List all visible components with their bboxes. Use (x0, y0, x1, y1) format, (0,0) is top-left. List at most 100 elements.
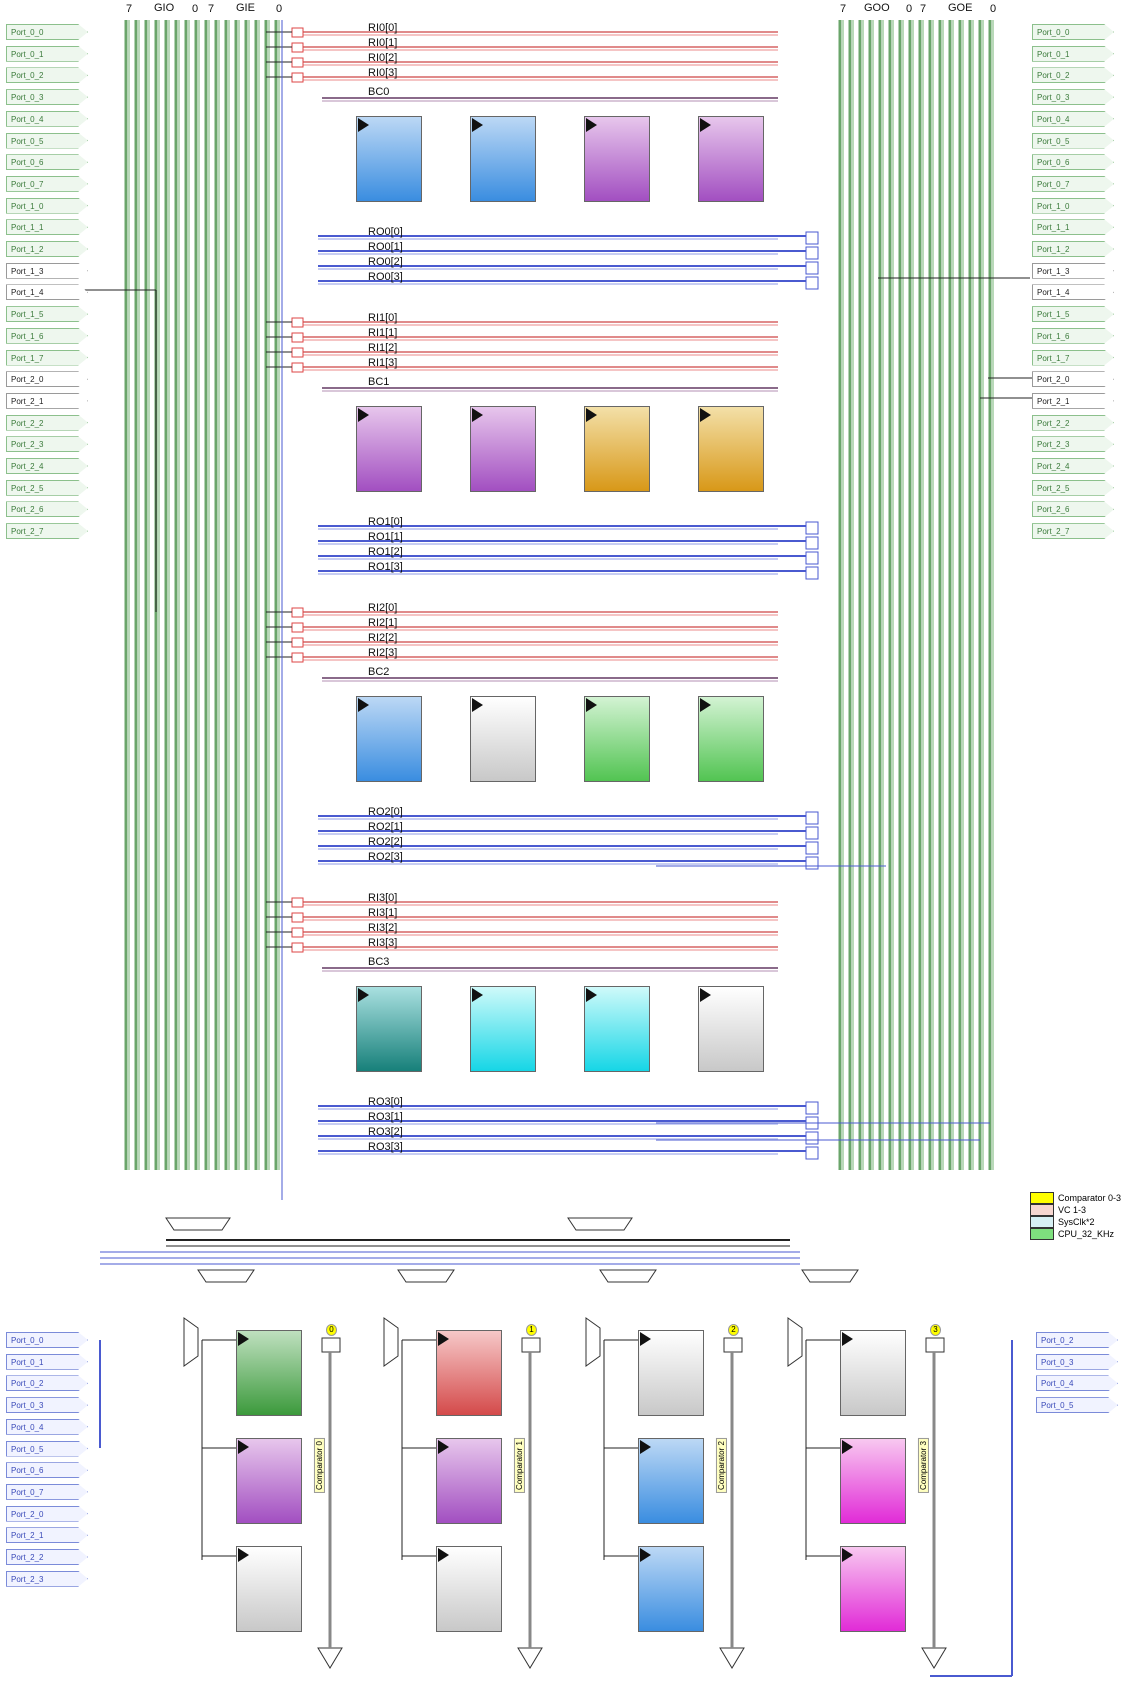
analog-block-asc12[interactable] (638, 1438, 704, 1524)
right-port[interactable]: Port_2_3 (1032, 436, 1114, 453)
left-port[interactable]: Port_1_4 (6, 284, 88, 301)
digital-block-dbb30[interactable] (356, 986, 422, 1072)
left-port[interactable]: Port_1_5 (6, 306, 88, 323)
left-port[interactable]: Port_0_0 (6, 24, 88, 40)
left-port[interactable]: Port_2_5 (6, 479, 88, 496)
right-port[interactable]: Port_1_2 (1032, 241, 1114, 257)
analog-block-asd13[interactable] (840, 1438, 906, 1524)
right-port[interactable]: Port_0_2 (1032, 67, 1114, 84)
analog-left-port[interactable]: Port_0_2 (6, 1375, 88, 1392)
right-port[interactable]: Port_0_4 (1032, 110, 1114, 127)
analog-right-port[interactable]: Port_0_3 (1036, 1353, 1118, 1370)
analog-left-port[interactable]: Port_2_2 (6, 1549, 88, 1565)
digital-block-dbb31[interactable] (470, 986, 536, 1072)
analog-left-port[interactable]: Port_0_6 (6, 1462, 88, 1479)
analog-block-asd22[interactable] (638, 1546, 704, 1632)
analog-left-port[interactable]: Port_0_3 (6, 1397, 88, 1414)
analog-block-asd20[interactable] (236, 1546, 302, 1632)
digital-block-dbb21[interactable] (470, 696, 536, 782)
digital-block-dcb32[interactable] (584, 986, 650, 1072)
left-port[interactable]: Port_1_0 (6, 197, 88, 214)
legend-swatch (1030, 1228, 1054, 1240)
analog-block-asc21[interactable] (436, 1546, 502, 1632)
left-port[interactable]: Port_2_7 (6, 523, 88, 540)
right-port[interactable]: Port_0_6 (1032, 154, 1114, 171)
right-port[interactable]: Port_0_3 (1032, 89, 1114, 106)
right-port[interactable]: Port_1_7 (1032, 349, 1114, 366)
left-port[interactable]: Port_1_6 (6, 327, 88, 344)
legend-swatch (1030, 1192, 1054, 1204)
right-port[interactable]: Port_1_5 (1032, 306, 1114, 323)
right-port[interactable]: Port_2_4 (1032, 458, 1114, 474)
left-port[interactable]: Port_0_1 (6, 45, 88, 62)
right-port[interactable]: Port_1_4 (1032, 284, 1114, 301)
right-port[interactable]: Port_2_7 (1032, 523, 1114, 540)
analog-block-acb02[interactable] (638, 1330, 704, 1416)
left-port[interactable]: Port_1_7 (6, 349, 88, 366)
analog-left-port[interactable]: Port_2_3 (6, 1570, 88, 1587)
analog-left-port[interactable]: Port_0_1 (6, 1353, 88, 1370)
left-port[interactable]: Port_2_6 (6, 501, 88, 518)
ro-mux-icon (805, 811, 819, 825)
analog-left-port[interactable]: Port_0_5 (6, 1440, 88, 1457)
digital-block-dcb23[interactable] (698, 696, 764, 782)
ro-label: RO0[1] (368, 241, 403, 253)
right-port[interactable]: Port_2_1 (1032, 392, 1114, 409)
analog-left-port[interactable]: Port_0_4 (6, 1418, 88, 1435)
digital-block-dcb03[interactable] (698, 116, 764, 202)
analog-block-acb03[interactable] (840, 1330, 906, 1416)
left-port[interactable]: Port_0_3 (6, 89, 88, 106)
digital-block-dbb00[interactable] (356, 116, 422, 202)
digital-block-dcb33[interactable] (698, 986, 764, 1072)
digital-block-dcb22[interactable] (584, 696, 650, 782)
analog-left-port[interactable]: Port_0_0 (6, 1332, 88, 1348)
digital-block-dbb11[interactable] (470, 406, 536, 492)
right-port[interactable]: Port_1_0 (1032, 197, 1114, 214)
digital-block-dcb13[interactable] (698, 406, 764, 492)
left-port[interactable]: Port_0_4 (6, 110, 88, 127)
analog-block-acb01[interactable] (436, 1330, 502, 1416)
right-port[interactable]: Port_2_6 (1032, 501, 1114, 518)
analog-block-acb00[interactable] (236, 1330, 302, 1416)
left-port[interactable]: Port_2_1 (6, 392, 88, 409)
left-port[interactable]: Port_0_5 (6, 132, 88, 149)
analog-left-port[interactable]: Port_0_7 (6, 1483, 88, 1500)
digital-block-dcb12[interactable] (584, 406, 650, 492)
legend-swatch (1030, 1204, 1054, 1216)
right-port[interactable]: Port_2_2 (1032, 414, 1114, 431)
analog-block-asd11[interactable] (436, 1438, 502, 1524)
analog-right-port[interactable]: Port_0_2 (1036, 1332, 1118, 1348)
goo-label: GOO (864, 2, 890, 14)
right-port[interactable]: Port_1_1 (1032, 219, 1114, 236)
analog-right-port[interactable]: Port_0_4 (1036, 1375, 1118, 1392)
left-port[interactable]: Port_1_2 (6, 241, 88, 257)
left-port[interactable]: Port_0_7 (6, 175, 88, 192)
analog-left-port[interactable]: Port_2_1 (6, 1527, 88, 1544)
left-port[interactable]: Port_0_2 (6, 67, 88, 84)
analog-right-port[interactable]: Port_0_5 (1036, 1397, 1118, 1414)
digital-block-dbb20[interactable] (356, 696, 422, 782)
right-port[interactable]: Port_1_6 (1032, 327, 1114, 344)
right-port[interactable]: Port_0_0 (1032, 24, 1114, 40)
right-port[interactable]: Port_0_1 (1032, 45, 1114, 62)
analog-block-asc23[interactable] (840, 1546, 906, 1632)
left-port[interactable]: Port_0_6 (6, 154, 88, 171)
right-port[interactable]: Port_0_5 (1032, 132, 1114, 149)
left-port[interactable]: Port_2_2 (6, 414, 88, 431)
digital-block-dbb10[interactable] (356, 406, 422, 492)
left-port[interactable]: Port_2_0 (6, 371, 88, 388)
left-port[interactable]: Port_2_3 (6, 436, 88, 453)
right-port[interactable]: Port_1_3 (1032, 262, 1114, 279)
analog-left-port[interactable]: Port_2_0 (6, 1505, 88, 1522)
right-port[interactable]: Port_2_0 (1032, 371, 1114, 388)
right-port[interactable]: Port_0_7 (1032, 175, 1114, 192)
left-port[interactable]: Port_1_1 (6, 219, 88, 236)
left-port[interactable]: Port_1_3 (6, 262, 88, 279)
digital-block-dbb01[interactable] (470, 116, 536, 202)
digital-block-dcb02[interactable] (584, 116, 650, 202)
analog-output-buffer-icon (921, 1647, 947, 1669)
block-arrow-icon (358, 698, 369, 712)
left-port[interactable]: Port_2_4 (6, 458, 88, 474)
right-port[interactable]: Port_2_5 (1032, 479, 1114, 496)
analog-block-asc10[interactable] (236, 1438, 302, 1524)
